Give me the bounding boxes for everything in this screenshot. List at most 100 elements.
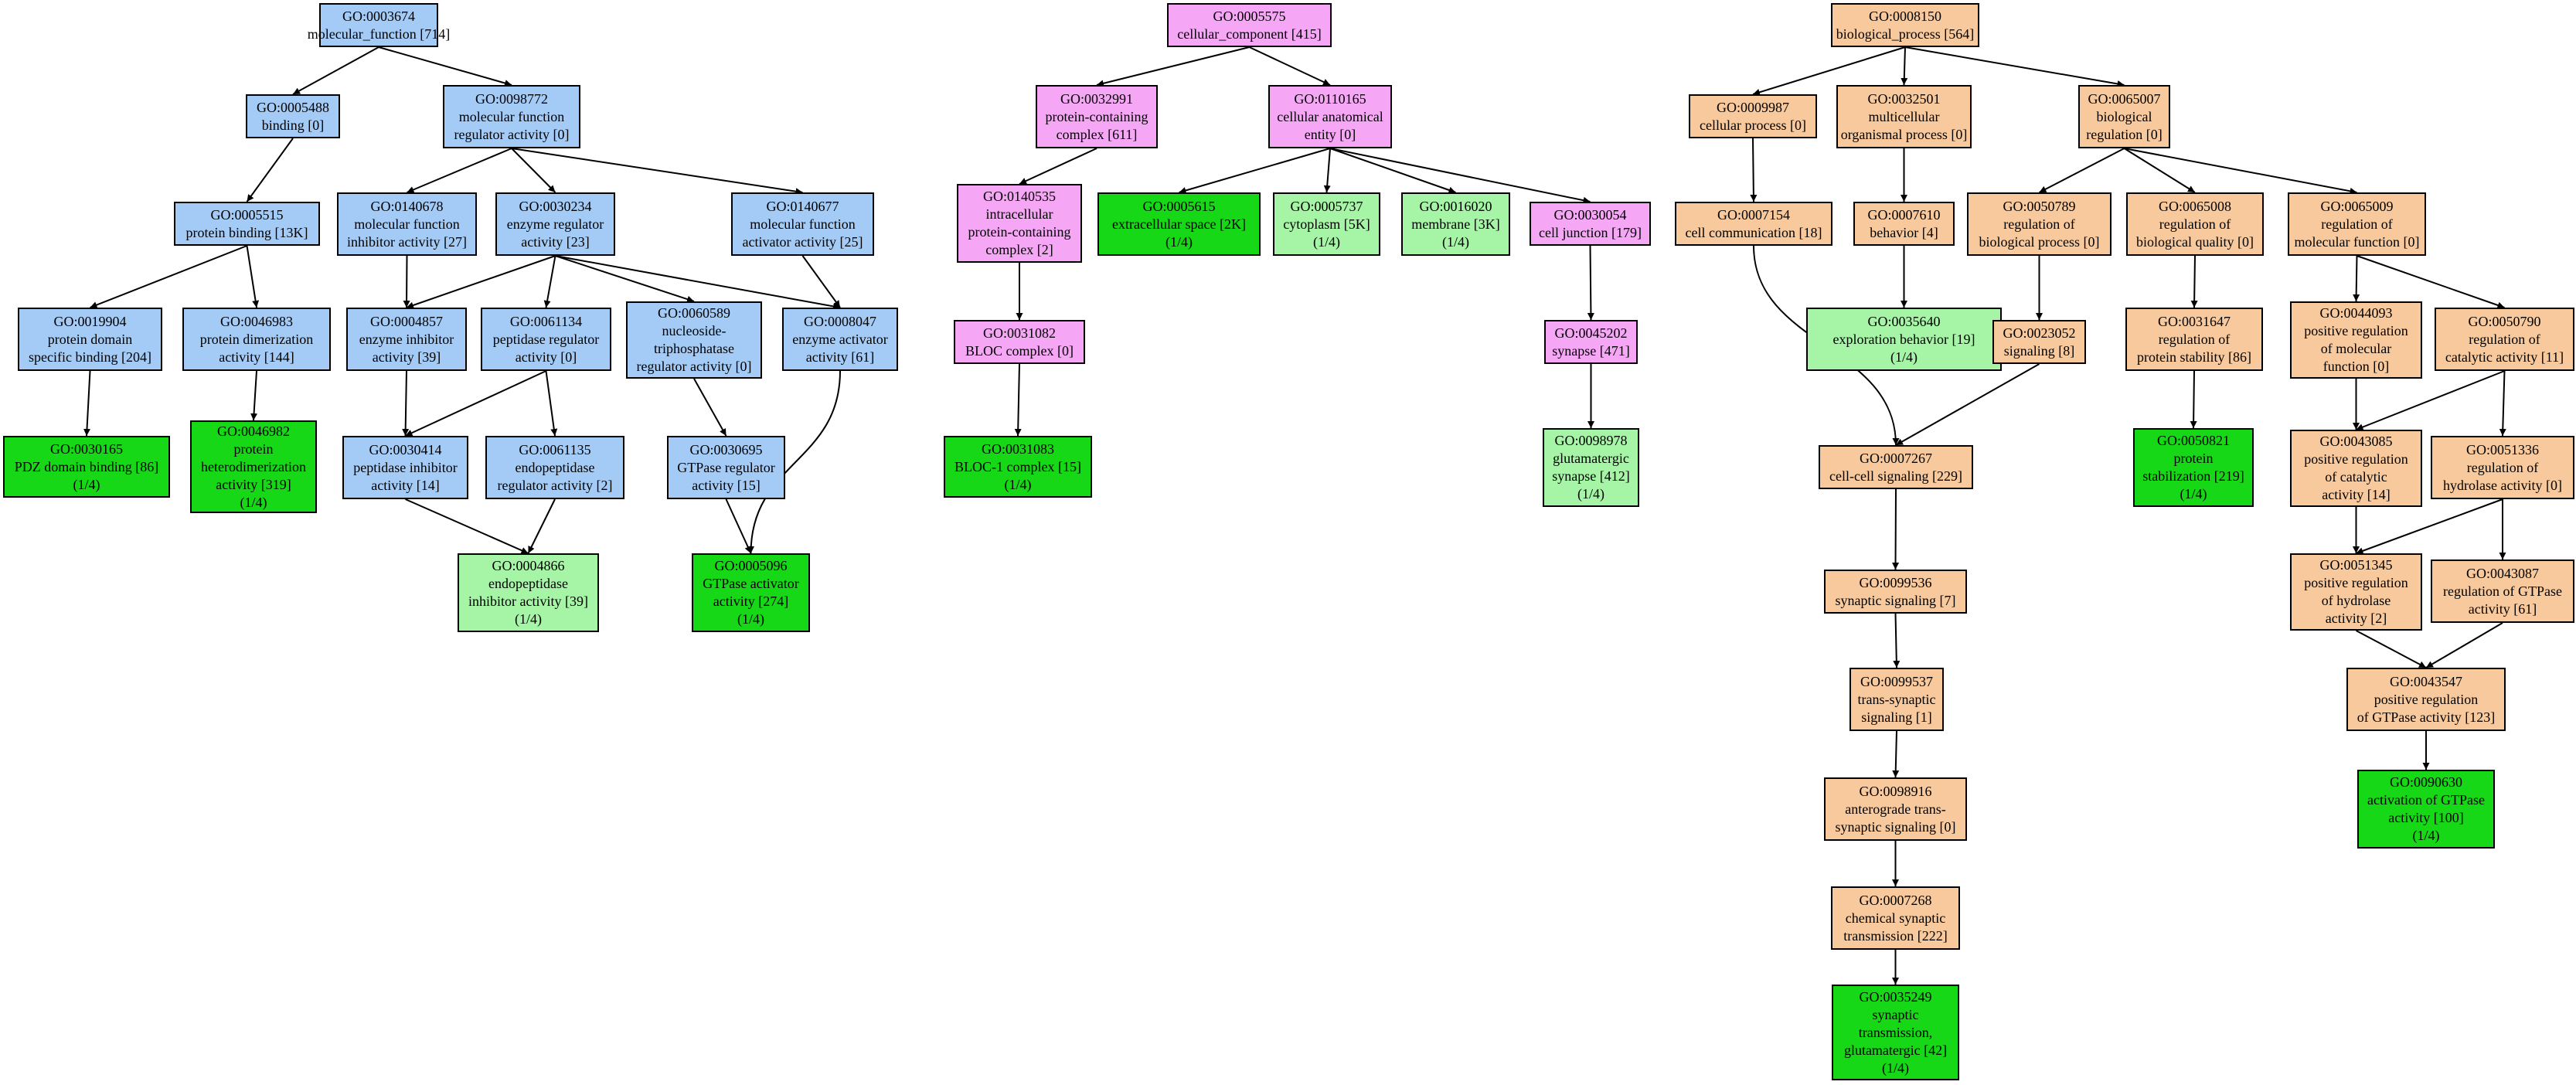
go-term-id: GO:0065007 — [2088, 90, 2161, 107]
go-term-id: GO:0090630 — [2390, 774, 2462, 790]
go-term-label: activity [0] — [515, 349, 577, 365]
go-term-id: GO:0098978 — [1554, 433, 1628, 448]
go-term-id: GO:0043085 — [2319, 434, 2393, 449]
go-term-label: of GTPase activity [123] — [2357, 709, 2496, 725]
edge-arrow — [2425, 622, 2503, 668]
go-term-label: molecular function — [354, 216, 460, 232]
edge-arrow — [511, 148, 803, 196]
go-term-label: activity [274] — [713, 594, 789, 609]
go-term-label: trans-synaptic — [1857, 691, 1936, 707]
go-term-label: enzyme regulator — [506, 216, 604, 232]
go-term-label: molecular function [0] — [2294, 233, 2420, 250]
edge-arrow — [2356, 630, 2427, 668]
go-term-id: GO:0007268 — [1859, 892, 1932, 908]
go-term-label: activity [319] — [216, 476, 291, 492]
go-term-label: positive regulation — [2304, 451, 2408, 467]
go-term-id: GO:0051345 — [2319, 557, 2393, 573]
go-term-id: GO:0003674 — [342, 8, 415, 24]
go-term-id: GO:0110165 — [1294, 90, 1366, 107]
edge-arrow — [725, 498, 752, 554]
go-term-label: chemical synaptic — [1845, 910, 1946, 926]
edge-arrow — [2124, 148, 2357, 195]
edge-arrow — [2190, 370, 2197, 429]
go-term-label: protein domain — [47, 331, 133, 347]
go-term-id: GO:0031083 — [982, 440, 1054, 457]
go-term-label: regulator activity [0] — [454, 126, 570, 142]
edge-arrow — [2039, 148, 2125, 193]
go-term-label: activity [14] — [371, 477, 440, 493]
go-term-label: regulation of — [2466, 459, 2539, 475]
go-term-id: GO:0051336 — [2466, 441, 2539, 457]
go-term-label: synaptic — [1872, 1006, 1919, 1022]
go-term-id: GO:0009987 — [1717, 99, 1789, 115]
go-term-label: activator activity [25] — [742, 233, 863, 250]
go-term-label: (1/4) — [2412, 828, 2440, 843]
go-term-label: (1/4) — [1313, 233, 1340, 250]
go-term-id: GO:0005575 — [1213, 8, 1286, 24]
edge-arrow — [1329, 148, 1591, 204]
go-term-label: exploration behavior [19] — [1832, 331, 1975, 347]
go-term-label: activity [61] — [805, 349, 875, 365]
go-term-id: GO:0099537 — [1860, 673, 1933, 689]
go-term-node: GO:0005575 cellular_component [415] — [1167, 3, 1332, 47]
go-term-label: intracellular — [985, 206, 1053, 222]
go-term-label: activity [2] — [2325, 611, 2387, 626]
go-term-id: GO:0043087 — [2466, 565, 2539, 581]
go-term-label: activity [15] — [692, 477, 761, 493]
go-term-label: protein — [233, 440, 274, 457]
go-term-label: synaptic signaling [7] — [1835, 592, 1956, 608]
go-term-label: positive regulation — [2304, 323, 2408, 338]
go-term-label: glutamatergic — [1553, 451, 1629, 466]
go-term-id: GO:0140535 — [983, 189, 1056, 204]
go-term-label: biological_process [564] — [1836, 26, 1975, 42]
go-term-label: (1/4) — [1004, 476, 1032, 492]
go-term-id: GO:0007154 — [1717, 206, 1790, 223]
go-term-id: GO:0005488 — [257, 99, 329, 115]
edge-arrow — [402, 370, 410, 437]
edge-arrow — [1014, 363, 1022, 437]
go-term-label: activity [14] — [2322, 487, 2391, 502]
go-term-label: (1/4) — [1442, 233, 1469, 250]
go-term-label: anterograde trans- — [1845, 801, 1946, 817]
edge-arrow — [250, 370, 258, 421]
go-term-label: signaling [1] — [1861, 709, 1932, 725]
edge-arrow — [405, 370, 546, 437]
edge-arrow — [246, 245, 260, 308]
edge-arrow — [693, 378, 727, 437]
go-term-label: (1/4) — [2180, 486, 2207, 502]
go-term-id: GO:0140678 — [370, 198, 444, 214]
go-term-label: cellular_component [415] — [1177, 26, 1322, 42]
go-term-label: BLOC complex [0] — [965, 342, 1074, 359]
go-term-id: GO:0008047 — [804, 313, 876, 329]
go-term-label: glutamatergic [42] — [1843, 1042, 1948, 1058]
edge-arrow — [378, 46, 512, 87]
go-term-label: regulator activity [0] — [636, 359, 752, 374]
go-term-id: GO:0043547 — [2390, 673, 2462, 689]
go-term-label: biological — [2096, 108, 2152, 124]
